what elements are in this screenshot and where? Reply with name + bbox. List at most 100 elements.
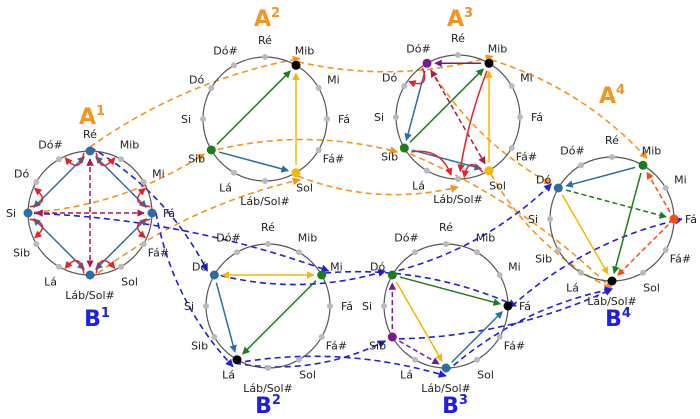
note-dot [140, 241, 147, 247]
note-label: Dó [370, 261, 385, 274]
note-label: Fá# [323, 153, 344, 166]
note-dot [33, 241, 40, 247]
interval-arrow [461, 163, 484, 179]
note-dot [484, 58, 494, 68]
note-label: Fá [685, 213, 697, 226]
note-label: Sib [381, 151, 398, 164]
interval-arrow [29, 218, 44, 239]
note-label: Mi [520, 72, 533, 85]
note-label: Mib [488, 43, 508, 56]
transition-link [297, 175, 459, 196]
transition-link [210, 269, 387, 286]
interval-arrow [617, 224, 669, 276]
pitch-circle [205, 243, 331, 369]
note-dot [381, 303, 387, 309]
note-label: Ré [451, 32, 465, 45]
note-label: Fá [341, 300, 353, 313]
note-label: Si [181, 113, 191, 126]
note-dot [640, 269, 646, 276]
note-label: Fá [519, 300, 531, 313]
note-label: Sol [299, 368, 316, 381]
note-label: Dó# [394, 232, 418, 245]
note-dot [399, 143, 409, 153]
interval-arrow [411, 150, 453, 176]
transition-link [207, 138, 399, 155]
note-label: Mi [327, 74, 340, 87]
note-label: Dó# [560, 145, 584, 158]
note-dot [265, 241, 271, 247]
note-label: Sib [535, 253, 552, 266]
note-label: Dó [14, 168, 29, 181]
note-dot [474, 356, 480, 363]
note-label: Ré [83, 128, 97, 141]
transition-link [445, 286, 613, 373]
note-label: Sib [369, 340, 386, 353]
title-B3: B3 [442, 393, 468, 419]
note-dot [412, 356, 418, 363]
note-label: Mib [642, 145, 662, 158]
title-B1: B1 [84, 306, 110, 332]
interval-arrow [215, 282, 237, 353]
note-label: Dó [382, 72, 397, 85]
circles-layer: RéMibMiFáFá#SolLáb/Sol#LáSibSiDóDó#RéMib… [6, 32, 697, 395]
note-label: Ré [258, 34, 272, 47]
note-label: Mib [295, 45, 315, 58]
interval-arrow [95, 218, 147, 270]
transition-link [490, 173, 613, 290]
note-dot [609, 154, 615, 160]
note-dot [147, 208, 157, 218]
pitch-circle [202, 56, 328, 182]
interval-arrow [561, 194, 609, 275]
note-dot [209, 270, 219, 280]
note-label: Láb/Sol# [243, 382, 293, 395]
interval-arrow [451, 311, 503, 363]
note-dot [422, 58, 432, 68]
note-label: Fá# [326, 340, 347, 353]
note-dot [56, 156, 62, 163]
interval-arrow [565, 166, 636, 188]
note-label: Ré [261, 221, 275, 234]
note-label: Sib [188, 153, 205, 166]
note-dot [638, 160, 648, 170]
transition-link [388, 288, 613, 340]
note-dot [203, 303, 209, 309]
note-dot [607, 276, 617, 286]
note-label: Fá [338, 113, 350, 126]
title-A3: A3 [447, 6, 473, 32]
note-dot [291, 168, 301, 178]
note-dot [262, 54, 268, 60]
note-label: Mi [674, 174, 687, 187]
interval-arrow [612, 172, 642, 274]
note-label: Dó [192, 261, 207, 274]
note-label: Fá# [516, 151, 537, 164]
note-dot [315, 85, 322, 91]
note-label: Dó# [38, 139, 62, 152]
note-dot [85, 146, 95, 156]
transition-link [297, 54, 494, 73]
note-label: Dó# [213, 45, 237, 58]
title-B4: B4 [605, 306, 631, 332]
interval-arrow [95, 259, 116, 274]
note-dot [118, 156, 124, 163]
note-label: Fá [163, 207, 175, 220]
interval-arrow [216, 70, 291, 145]
transition-link [89, 55, 301, 148]
note-label: Ré [439, 221, 453, 234]
note-label: Dó# [406, 43, 430, 56]
interval-arrow [457, 70, 488, 173]
note-label: Si [184, 300, 194, 313]
note-label: Mib [120, 139, 140, 152]
note-label: Sol [121, 275, 138, 288]
interval-arrow [33, 218, 85, 270]
transition-link [89, 177, 301, 280]
note-dot [455, 176, 461, 182]
transition-link [23, 153, 206, 214]
note-label: Lá [566, 281, 579, 294]
note-dot [496, 334, 503, 340]
title-A4: A4 [599, 83, 625, 109]
note-dot [503, 301, 513, 311]
